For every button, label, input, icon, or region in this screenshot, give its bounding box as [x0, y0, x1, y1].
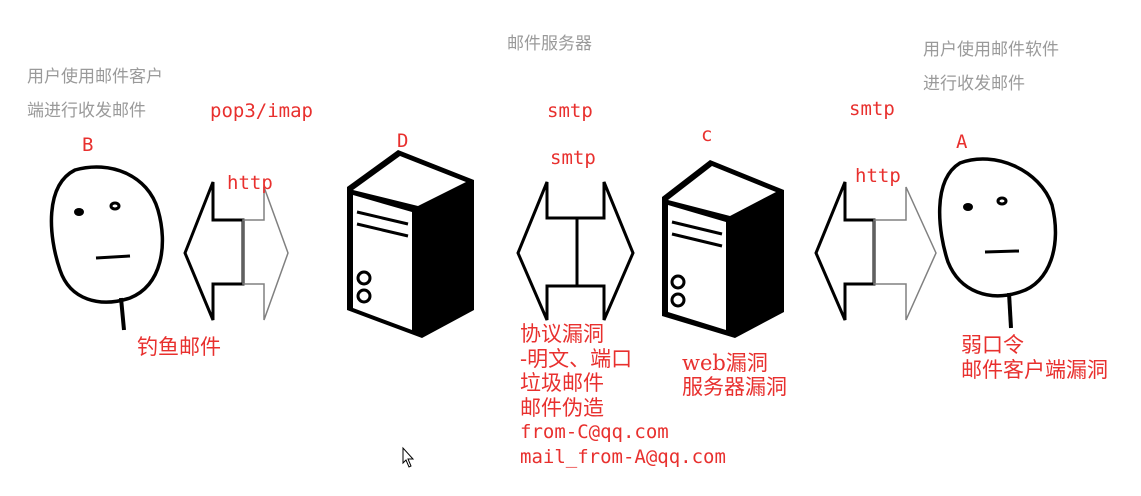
- protocol-http-right: http: [855, 165, 901, 187]
- mouse-cursor-icon: [402, 446, 415, 468]
- web-server-vulnerability-list: web漏洞 服务器漏洞: [682, 351, 787, 399]
- mail-server-d-icon: [347, 150, 474, 338]
- protocol-smtp-mid-center: smtp: [550, 147, 596, 169]
- node-label-b: B: [82, 134, 94, 156]
- arrow-d-c-icon: [516, 181, 635, 321]
- protocol-http-left: http: [227, 172, 273, 194]
- node-label-c: c: [701, 124, 713, 146]
- node-label-a: A: [956, 131, 968, 153]
- user-b-face-icon: [49, 165, 165, 331]
- arrow-c-a-icon: [814, 181, 937, 321]
- protocol-pop3-imap: pop3/imap: [210, 100, 313, 122]
- protocol-vulnerability-list: 协议漏洞 -明文、端口 垃圾邮件 邮件伪造 from-C@qq.com mail…: [520, 322, 726, 468]
- protocol-smtp-right: smtp: [849, 98, 895, 120]
- protocol-smtp-top-center: smtp: [547, 100, 593, 122]
- user-b-note: 用户使用邮件客户 端进行收发邮件: [27, 67, 163, 121]
- user-a-face-icon: [937, 157, 1058, 329]
- user-a-note: 用户使用邮件软件 进行收发邮件: [923, 40, 1059, 94]
- web-server-c-icon: [662, 160, 784, 338]
- phishing-label: 钓鱼邮件: [137, 335, 221, 359]
- node-label-d: D: [397, 130, 409, 152]
- arrow-b-d-icon: [183, 181, 289, 321]
- client-vulnerability-list: 弱口令 邮件客户端漏洞: [961, 333, 1108, 382]
- server-title: 邮件服务器: [507, 34, 592, 54]
